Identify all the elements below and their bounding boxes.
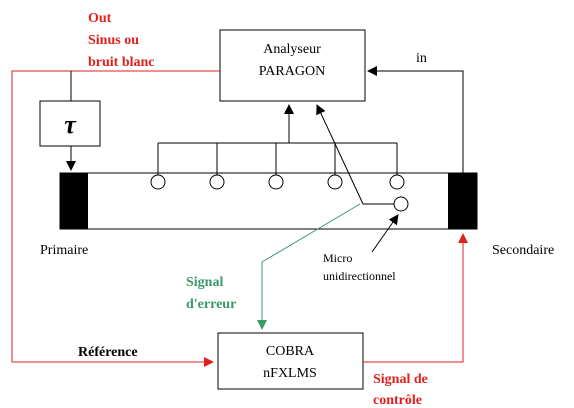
cobra-label-line1: COBRA <box>266 344 315 359</box>
cobra-label-line2: nFXLMS <box>263 366 317 381</box>
mic-4 <box>327 174 343 190</box>
tau-symbol: τ <box>64 110 77 139</box>
reference-label: Référence <box>78 345 138 360</box>
secondaire-label: Secondaire <box>492 243 554 258</box>
mic-1 <box>150 174 166 190</box>
signal-controle-line1: Signal de <box>373 372 428 387</box>
secondary-source <box>448 173 477 229</box>
error-signal-line <box>257 203 361 330</box>
micro-label-line2: unidirectionnel <box>323 269 396 283</box>
error-mic <box>393 196 409 212</box>
error-mic-to-analyseur <box>316 104 364 205</box>
out-label-line2: Sinus ou <box>88 33 139 48</box>
out-signal-line <box>11 70 220 367</box>
mic-3 <box>268 174 284 190</box>
micro-label-line1: Micro <box>323 251 352 265</box>
control-signal-line <box>363 233 468 363</box>
out-label-line1: Out <box>88 11 112 26</box>
primaire-label: Primaire <box>40 243 88 258</box>
analyseur-label-line1: Analyseur <box>263 42 321 57</box>
mic-2 <box>209 174 225 190</box>
micro-pointer-arrow <box>371 214 399 253</box>
tau-delay-box <box>39 100 101 147</box>
in-label: in <box>416 51 427 66</box>
signal-erreur-line1: Signal <box>186 275 223 290</box>
cobra-box <box>217 332 364 390</box>
mic-5 <box>389 174 405 190</box>
primary-source <box>60 173 88 229</box>
duct-tube <box>59 172 478 230</box>
secondary-in-line <box>367 66 464 173</box>
signal-erreur-line2: d'erreur <box>186 297 236 312</box>
out-label-line3: bruit blanc <box>88 55 155 70</box>
analyseur-label-line2: PARAGON <box>259 64 325 79</box>
analyseur-box <box>219 29 366 102</box>
signal-controle-line2: contrôle <box>373 393 422 408</box>
